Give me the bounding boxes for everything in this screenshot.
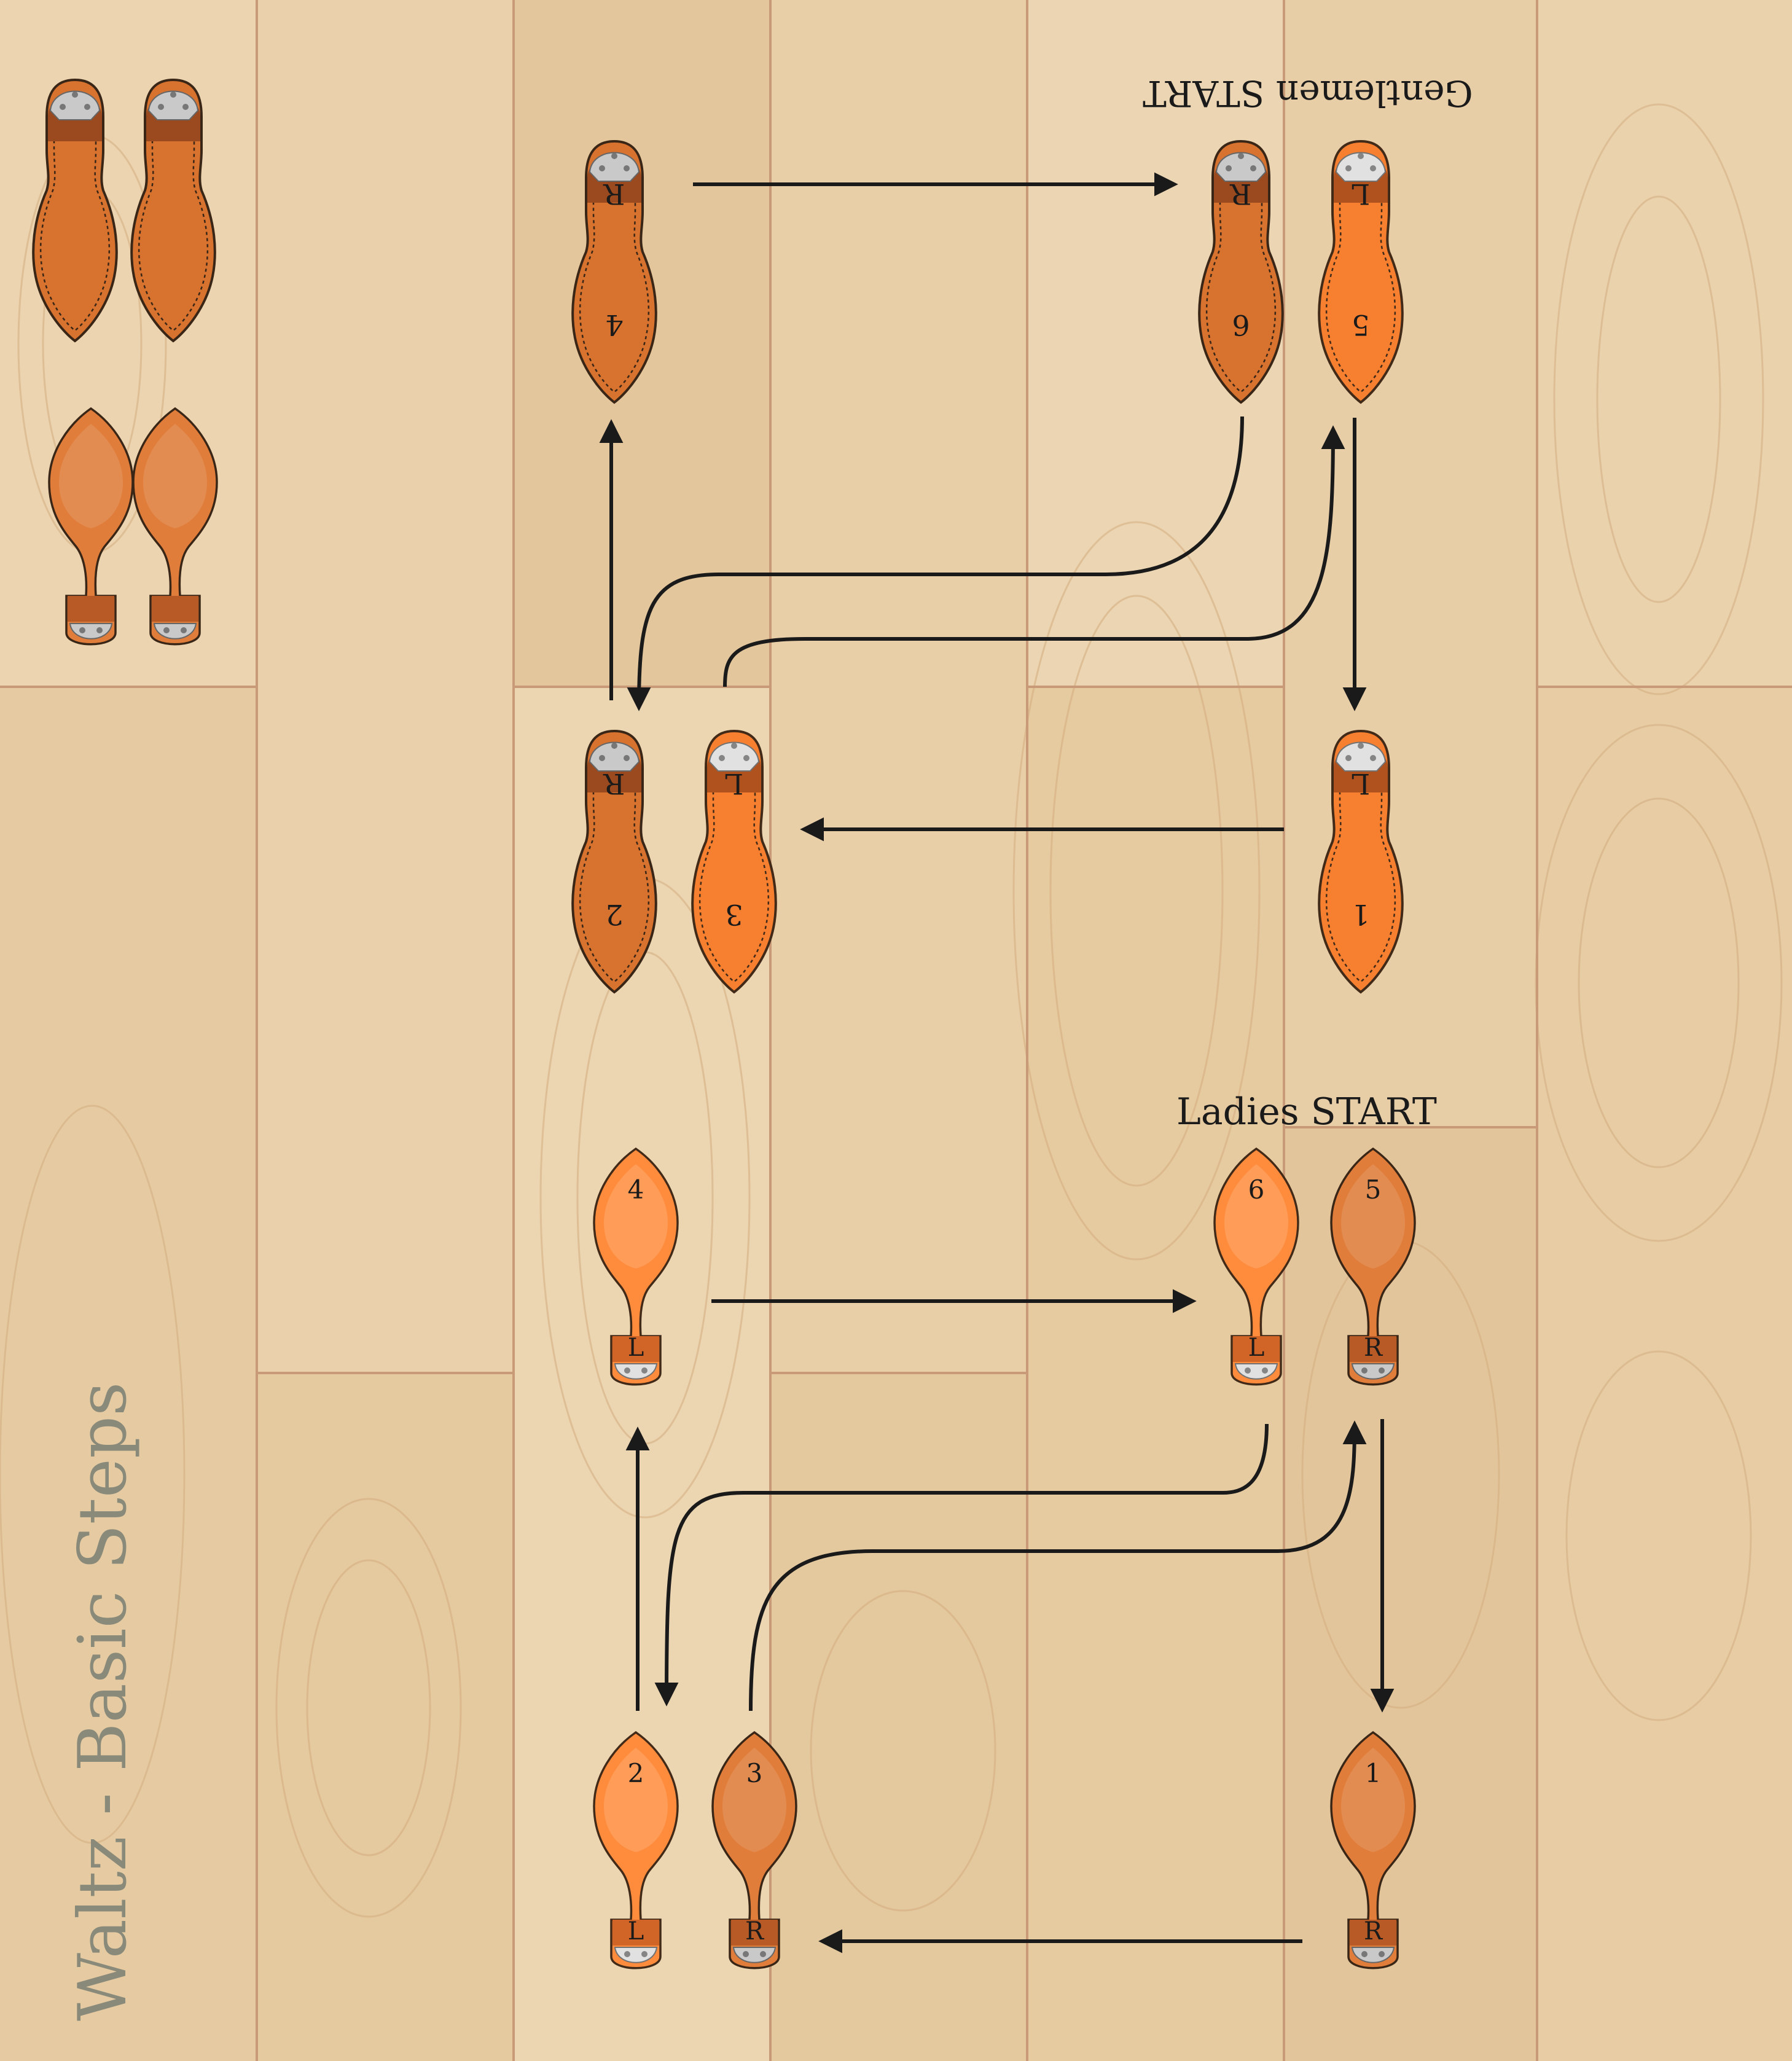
lady-step-number: 1 <box>1365 1758 1382 1788</box>
gent-arrow-3 <box>723 425 1345 687</box>
lady-arrow-3 <box>749 1420 1367 1711</box>
gent-step-number: 4 <box>605 308 623 342</box>
gent-step-number: 1 <box>1352 898 1369 931</box>
ladies-start-label: Ladies START <box>1176 1090 1437 1133</box>
gent-arrow-6 <box>627 416 1244 711</box>
lady-arrow-6 <box>654 1423 1269 1707</box>
diagram-title: Waltz - Basic Steps <box>65 1382 141 2021</box>
gent-step-side: R <box>603 178 625 211</box>
gentlemen-arrows <box>599 172 1367 842</box>
lady-step-side: L <box>1248 1334 1265 1362</box>
gentlemen-start-label: Gentlemen START <box>1143 72 1473 114</box>
lady-step-number: 2 <box>628 1758 644 1788</box>
gent-step-side: R <box>603 767 625 800</box>
gent-step-side: R <box>1229 178 1251 211</box>
lady-step-number: 5 <box>1365 1175 1382 1205</box>
lady-step-side: R <box>745 1917 765 1946</box>
gent-step-side: L <box>725 767 744 800</box>
lady-step-number: 6 <box>1248 1175 1265 1205</box>
lady-step-side: R <box>1364 1917 1383 1946</box>
gent-step-number: 5 <box>1352 308 1369 342</box>
lady-step-number: 3 <box>746 1758 763 1788</box>
gent-step-number: 2 <box>605 898 623 931</box>
lady-step-side: L <box>628 1334 644 1362</box>
gent-step-side: L <box>1352 767 1371 800</box>
gent-step-number: 6 <box>1232 308 1250 342</box>
gent-step-side: L <box>1352 178 1371 211</box>
lady-step-side: L <box>628 1917 644 1946</box>
lady-step-number: 4 <box>628 1175 644 1205</box>
ladies-arrows <box>625 1289 1395 1953</box>
gent-step-number: 3 <box>725 898 743 931</box>
lady-step-side: R <box>1364 1334 1383 1362</box>
